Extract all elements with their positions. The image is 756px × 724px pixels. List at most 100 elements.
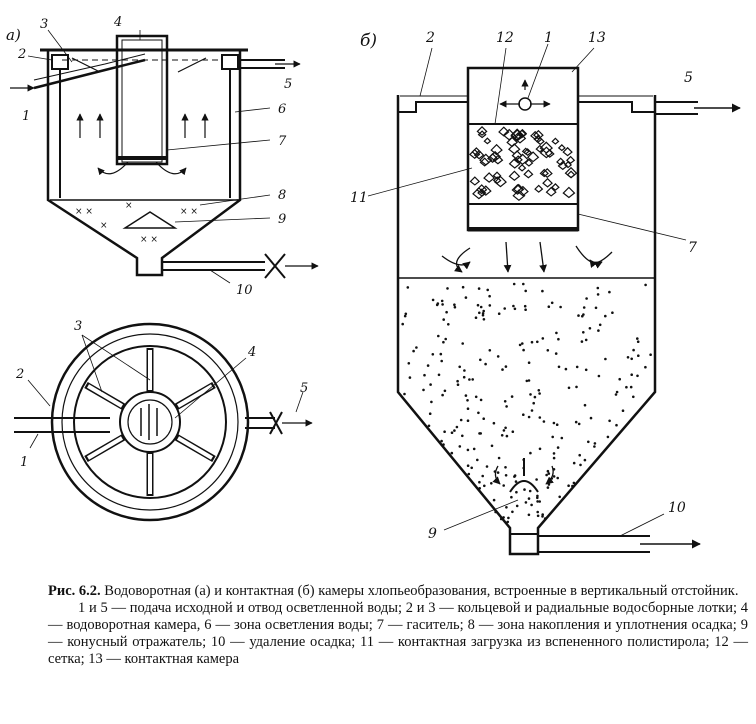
- sludge-dot: [578, 453, 581, 457]
- sludge-dot: [407, 362, 411, 365]
- sludge-dot: [470, 466, 474, 470]
- sludge-dot: [510, 395, 514, 398]
- sludge-dot: [404, 312, 408, 316]
- granule: [562, 146, 573, 157]
- granule: [476, 125, 488, 136]
- sludge-dot: [585, 297, 588, 300]
- sludge-dot: [427, 424, 431, 428]
- granule: [530, 130, 541, 141]
- label-a-9: 9: [278, 212, 286, 227]
- sludge-dot: [536, 510, 539, 514]
- sludge-dot: [488, 294, 491, 298]
- sludge-dot: [502, 516, 505, 519]
- granule: [479, 185, 492, 196]
- sludge-dot: [444, 337, 448, 341]
- sludge-dot: [538, 500, 541, 503]
- label-a-2: 2: [17, 47, 26, 62]
- sludge-dot: [644, 283, 647, 287]
- label-b-13: 13: [588, 30, 606, 46]
- sludge-dot: [560, 436, 564, 440]
- sludge-dot: [596, 293, 600, 296]
- sludge-dot: [406, 286, 410, 289]
- sludge-dot: [437, 373, 441, 377]
- sludge-dot: [533, 395, 537, 399]
- sludge-dot: [575, 385, 578, 389]
- granule: [508, 170, 521, 182]
- sludge-dot: [497, 456, 501, 460]
- label-a-5: 5: [284, 77, 292, 92]
- granule: [565, 155, 576, 165]
- sludge-dot: [456, 379, 459, 383]
- sludge-dot: [430, 400, 433, 404]
- granule: [506, 136, 518, 148]
- sludge-dot: [588, 327, 592, 330]
- sludge-dot: [415, 346, 418, 349]
- figure-6-2: а): [6, 15, 741, 556]
- sludge-dot: [577, 422, 581, 426]
- sludge-dot: [482, 309, 486, 313]
- sludge-dot: [458, 445, 462, 448]
- sludge-dot: [547, 483, 551, 486]
- sludge-dot: [503, 307, 507, 310]
- sludge-dot: [447, 323, 450, 326]
- sludge-dot: [464, 394, 468, 397]
- granule: [517, 163, 527, 172]
- sludge-dot: [572, 461, 576, 465]
- sludge-dot: [401, 322, 405, 326]
- sludge-dot: [515, 490, 518, 494]
- granule: [539, 146, 554, 159]
- sludge-dot: [476, 458, 479, 462]
- granule: [469, 148, 481, 160]
- granule: [566, 170, 576, 179]
- granule: [562, 186, 576, 199]
- sludge-dot: [546, 486, 550, 489]
- sludge-dot: [536, 494, 539, 498]
- sludge-dot: [436, 302, 440, 305]
- granule: [539, 141, 554, 154]
- sludge-dot: [502, 429, 506, 432]
- panel-a-tag: а): [6, 26, 21, 44]
- sludge-dot: [584, 338, 588, 342]
- sludge-dot: [555, 331, 558, 335]
- sludge-dot: [484, 362, 487, 366]
- sludge-dot: [504, 426, 507, 430]
- sludge-dot: [403, 314, 407, 318]
- sludge-dot: [625, 385, 628, 389]
- granule: [557, 144, 566, 152]
- sludge-dot: [464, 296, 468, 299]
- sludge-dot: [538, 447, 542, 451]
- sludge-dot: [521, 342, 524, 345]
- sludge-dot: [614, 393, 618, 396]
- label-b-2: 2: [425, 30, 435, 46]
- granule: [542, 177, 553, 188]
- sludge-dot: [541, 515, 544, 518]
- granule: [551, 137, 560, 145]
- sludge-dot: [488, 349, 492, 352]
- sludge-dot: [466, 419, 470, 423]
- granule: [539, 168, 549, 178]
- granule: [473, 149, 485, 160]
- sludge-dot: [441, 393, 444, 397]
- sludge-dot: [636, 340, 640, 344]
- label-b-1: 1: [544, 30, 553, 46]
- label-b-7: 7: [688, 240, 697, 256]
- panel-a-plan-labels: 1 2 3 4 5: [15, 319, 308, 470]
- sludge-dot: [530, 409, 534, 412]
- sludge-dot: [461, 434, 464, 438]
- sludge-dot: [505, 434, 509, 438]
- sludge-dot: [481, 313, 485, 317]
- sludge-dot: [513, 307, 517, 311]
- sludge-dot: [630, 373, 633, 377]
- sludge-dot: [502, 484, 506, 487]
- sludge-dot: [445, 310, 448, 314]
- sludge-dot: [477, 411, 480, 415]
- sludge-dot: [536, 496, 539, 500]
- sludge-dot: [527, 379, 531, 382]
- granule: [511, 150, 523, 161]
- contact-loading-granules: [469, 125, 578, 202]
- sludge-dot: [453, 429, 456, 432]
- sludge-dot: [523, 488, 526, 491]
- sludge-dot: [466, 464, 470, 468]
- sludge-dot: [626, 356, 630, 359]
- sludge-dot: [443, 389, 447, 393]
